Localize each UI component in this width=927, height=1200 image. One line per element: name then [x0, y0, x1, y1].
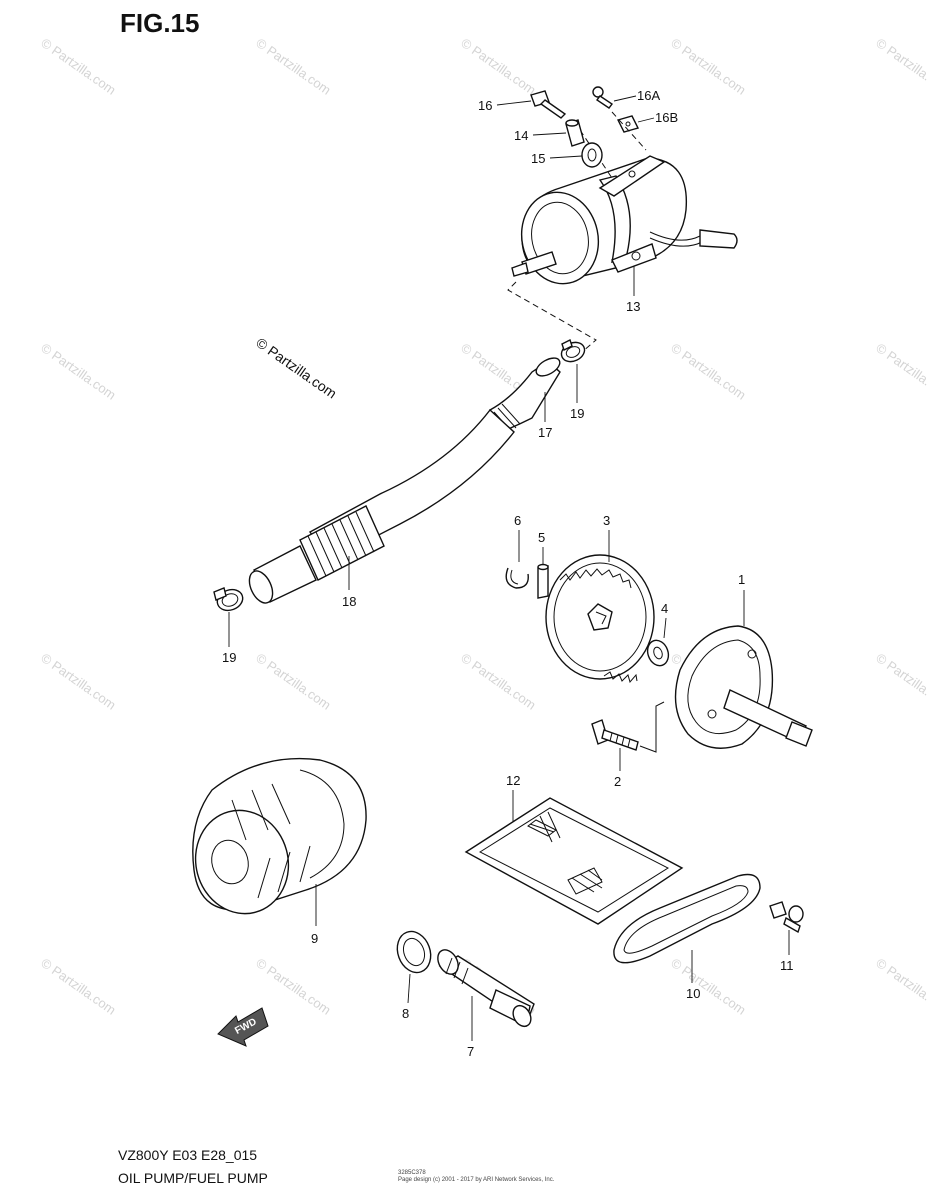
callout-18: 18	[342, 594, 356, 609]
watermark: © Partzilla.com	[668, 955, 748, 1018]
pump-mounting-hardware: 16 16A 16B 14 15	[478, 86, 678, 179]
fuel-hose-assembly: 17 19 18 19	[213, 339, 586, 665]
callout-3: 3	[603, 513, 610, 528]
watermark: © Partzilla.com	[38, 35, 118, 98]
watermark: © Partzilla.com	[253, 35, 333, 98]
watermark: © Partzilla.com	[873, 340, 927, 403]
oil-filter: 9	[192, 757, 367, 946]
callout-4: 4	[661, 601, 668, 616]
copyright-credit: 3285C378 Page design (c) 2001 - 2017 by …	[398, 1170, 554, 1184]
model-code: VZ800Y E03 E28_015	[118, 1147, 258, 1163]
callout-8: 8	[402, 1006, 409, 1021]
watermark: © Partzilla.com	[38, 955, 118, 1018]
forward-direction-arrow: FWD	[217, 1007, 269, 1047]
section-title: OIL PUMP/FUEL PUMP	[118, 1170, 268, 1186]
callout-16a: 16A	[637, 88, 660, 103]
hose-route-guide	[507, 281, 597, 353]
watermark-main: © Partzilla.com	[253, 334, 339, 401]
watermark: © Partzilla.com	[873, 955, 927, 1018]
callout-19-bottom: 19	[222, 650, 236, 665]
callout-5: 5	[538, 530, 545, 545]
oil-strainer: 12	[464, 773, 684, 925]
figure-title: FIG.15	[120, 8, 200, 38]
watermark: © Partzilla.com	[458, 35, 538, 98]
callout-11: 11	[780, 958, 794, 973]
credit-code: 3285C378	[398, 1170, 426, 1176]
watermark: © Partzilla.com	[253, 650, 333, 713]
callout-16: 16	[478, 98, 492, 113]
drain-plug-and-washer: 8 7	[396, 930, 535, 1059]
watermark: © Partzilla.com	[873, 35, 927, 98]
watermark: © Partzilla.com	[668, 35, 748, 98]
callout-14: 14	[514, 128, 528, 143]
watermark: © Partzilla.com	[458, 650, 538, 713]
gasket-and-bolt: 10 11	[613, 873, 804, 1001]
callout-10: 10	[686, 986, 700, 1001]
callout-9: 9	[311, 931, 318, 946]
callout-6: 6	[514, 513, 521, 528]
watermark: © Partzilla.com	[38, 650, 118, 713]
fuel-pump-assembly: 13	[511, 155, 738, 314]
watermark: © Partzilla.com	[38, 340, 118, 403]
watermark: © Partzilla.com	[873, 650, 927, 713]
callout-19-top: 19	[570, 406, 584, 421]
callout-13: 13	[626, 299, 640, 314]
callout-1: 1	[738, 572, 745, 587]
callout-15: 15	[531, 151, 545, 166]
callout-17: 17	[538, 425, 552, 440]
oil-pump-drive-parts: 6 5 3 4	[505, 513, 670, 684]
callout-2: 2	[614, 774, 621, 789]
callout-7: 7	[467, 1044, 474, 1059]
watermark: © Partzilla.com	[668, 340, 748, 403]
callout-12: 12	[506, 773, 520, 788]
callout-16b: 16B	[655, 110, 678, 125]
watermark-layer: © Partzilla.com © Partzilla.com © Partzi…	[38, 35, 927, 1018]
credit-text: Page design (c) 2001 - 2017 by ARI Netwo…	[398, 1177, 555, 1183]
oil-pump-body: 1 2	[591, 572, 813, 789]
watermark: © Partzilla.com	[253, 955, 333, 1018]
